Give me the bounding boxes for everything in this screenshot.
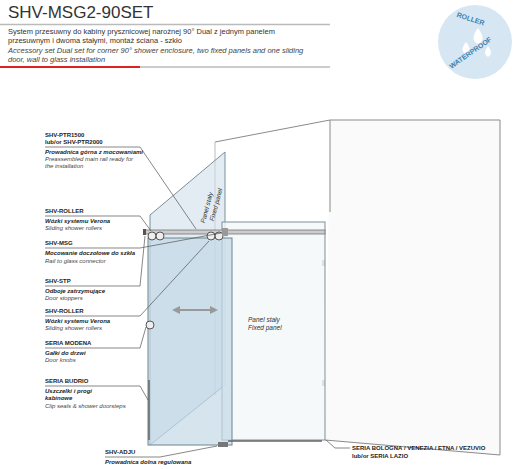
part-name: Clip seals & shower doorsteps bbox=[45, 403, 145, 410]
leader-lines bbox=[45, 147, 350, 457]
part-code: SHV-ROLLER bbox=[45, 208, 84, 215]
part-name: Prowadnica dolna regulowana bbox=[105, 459, 191, 466]
rail-connector bbox=[222, 228, 228, 236]
part-name: Prowadnica górna z mocowaniami bbox=[45, 149, 145, 156]
part-name: Gałki do drzwi bbox=[45, 350, 145, 357]
slide-arrow bbox=[178, 309, 212, 311]
part-name: Wózki systemu Verona bbox=[45, 318, 145, 325]
icon-text: WATERPROOF bbox=[448, 36, 493, 71]
subtitle: System przesuwny do kabiny prysznicowej … bbox=[8, 27, 318, 45]
part-code: lub/or SERIA LAZIO bbox=[352, 453, 408, 460]
floor-seal bbox=[228, 440, 322, 442]
stopper bbox=[143, 229, 146, 235]
roller bbox=[207, 232, 215, 240]
panel-label: Panel stały bbox=[248, 316, 280, 323]
part-name: Uszczelki i progi kabinowe bbox=[45, 388, 107, 402]
title-rule bbox=[0, 24, 330, 26]
part-code: SHV-PTR1500 bbox=[45, 132, 84, 139]
roller bbox=[148, 232, 156, 240]
part-code: SERIA BUDRIO bbox=[45, 378, 88, 385]
roller-icon bbox=[438, 5, 512, 79]
arrow-head bbox=[172, 306, 180, 314]
right-wall bbox=[325, 120, 500, 455]
part-code: SHV-ROLLER bbox=[45, 308, 84, 315]
part-name: Rail to glass connector bbox=[45, 258, 145, 265]
back-wall bbox=[215, 120, 330, 212]
part-code: SERIA BOLOGNA / VENEZIA / ETNA / VEZUVIO bbox=[352, 445, 485, 452]
title: SHV-MSG2-90SET bbox=[8, 3, 154, 23]
door-knob bbox=[146, 321, 154, 329]
arrow-head bbox=[210, 306, 218, 314]
part-code: SERIA MODENA bbox=[45, 340, 91, 347]
part-code: lub/or SHV-PTR2000 bbox=[45, 139, 103, 146]
red-accent bbox=[0, 66, 140, 68]
bottom-guide bbox=[218, 442, 228, 447]
part-name: Sliding shower rollers bbox=[45, 325, 145, 332]
subtitle-rule bbox=[0, 66, 330, 68]
panel-label: Fixed panel bbox=[248, 324, 282, 331]
part-name: Mocowanie doczołowe do szkła bbox=[45, 250, 145, 257]
drop-icon bbox=[485, 46, 491, 57]
part-name: Preassembled main rail ready for the ins… bbox=[45, 156, 140, 170]
top-rail bbox=[145, 230, 325, 234]
part-code: SHV-MSG bbox=[45, 240, 73, 247]
part-code: SHV-ADJU bbox=[105, 449, 135, 456]
part-name: Odboje zatrzymujące bbox=[45, 288, 145, 295]
part-name: Door knobs bbox=[45, 357, 145, 364]
part-name: Wózki systemu Verona bbox=[45, 218, 145, 225]
part-name: Sliding shower rollers bbox=[45, 225, 145, 232]
seal bbox=[148, 380, 150, 440]
subtitle: Accessory set Dual set for corner 90° sh… bbox=[8, 46, 318, 64]
part-name: Door stoppers bbox=[45, 295, 145, 302]
roller bbox=[156, 232, 164, 240]
icon-text: ROLLER bbox=[456, 11, 486, 28]
part-code: SHV-STP bbox=[45, 278, 71, 285]
sliding-door bbox=[148, 238, 232, 445]
front-fixed-panel bbox=[222, 222, 325, 440]
